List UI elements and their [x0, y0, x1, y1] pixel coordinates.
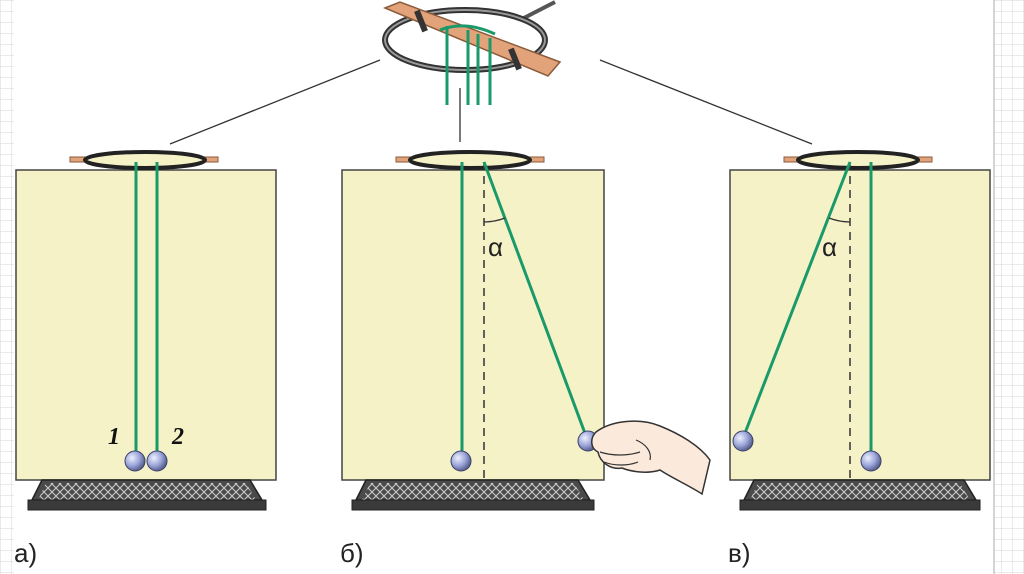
panel-a: 1 2 а)	[14, 150, 277, 568]
panel-b: α б)	[340, 150, 711, 568]
ball-2-label: 2	[171, 424, 184, 450]
panel-c: α в)	[728, 150, 991, 568]
leader-line-c	[599, 59, 813, 145]
angle-label-b: α	[488, 232, 503, 262]
angle-arc-b	[483, 217, 506, 223]
top-ring-apparatus	[382, 0, 562, 105]
ball-c-hanging	[860, 450, 882, 472]
left-grid-strip	[0, 0, 14, 574]
ball-1-label: 1	[108, 424, 120, 450]
ball-2	[146, 450, 168, 472]
panel-c-ring	[796, 150, 920, 170]
panel-c-label: в)	[728, 538, 750, 568]
panel-a-label: а)	[14, 538, 37, 568]
thread-c-deflected	[743, 161, 852, 434]
panel-b-label: б)	[340, 538, 364, 568]
thread-b-deflected	[482, 161, 588, 437]
ball-b-hanging	[450, 450, 472, 472]
leader-line-a	[169, 59, 381, 145]
panel-b-background	[341, 169, 605, 481]
angle-label-c: α	[822, 232, 837, 262]
panel-a-ring	[83, 150, 207, 170]
panel-b-ring	[408, 150, 532, 170]
ball-1	[124, 450, 146, 472]
panel-c-background	[729, 169, 991, 481]
panel-a-background	[15, 169, 277, 481]
angle-arc-c	[828, 217, 851, 223]
ball-c-deflected	[732, 430, 754, 452]
right-grid-strip	[994, 0, 1024, 574]
